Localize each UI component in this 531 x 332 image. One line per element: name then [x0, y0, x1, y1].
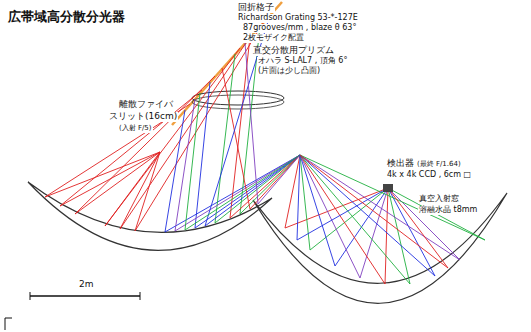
- annotation: Richardson Grating 53-*-127E: [237, 14, 359, 23]
- annotation: スリット(16cm): [108, 112, 178, 122]
- annotation: 2枚モザイク配置: [242, 34, 305, 43]
- annotation: 真空入射窓: [418, 195, 460, 204]
- annotation: 回折格子: [237, 3, 275, 13]
- annotation: 離散ファイバ: [118, 100, 174, 110]
- annotation: 直交分散用プリズム: [252, 46, 335, 56]
- light-rays: [45, 15, 485, 284]
- detector: [383, 184, 393, 192]
- annotation: 2m: [78, 280, 95, 290]
- annotation: 87grooves/mm , blaze θ 63°: [242, 24, 357, 33]
- scale-bar: [30, 295, 140, 297]
- annotation: 溶融水晶 t8mm: [418, 206, 478, 215]
- annotation: (片面は少し凸面): [257, 67, 321, 76]
- annotation: (最終 F/1.64): [416, 161, 462, 169]
- annotation: 検出器: [386, 159, 415, 169]
- annotation: オハラ S-LAL7 , 頂角 6°: [257, 57, 348, 66]
- scale-tick: [30, 292, 31, 300]
- annotation: 4k x 4k CCD , 6cm □: [386, 171, 472, 180]
- corner-mark: [5, 318, 12, 330]
- scale-tick: [140, 292, 141, 300]
- title: 広帯域高分散分光器: [8, 8, 125, 26]
- annotation: (入射 F/5): [118, 125, 153, 133]
